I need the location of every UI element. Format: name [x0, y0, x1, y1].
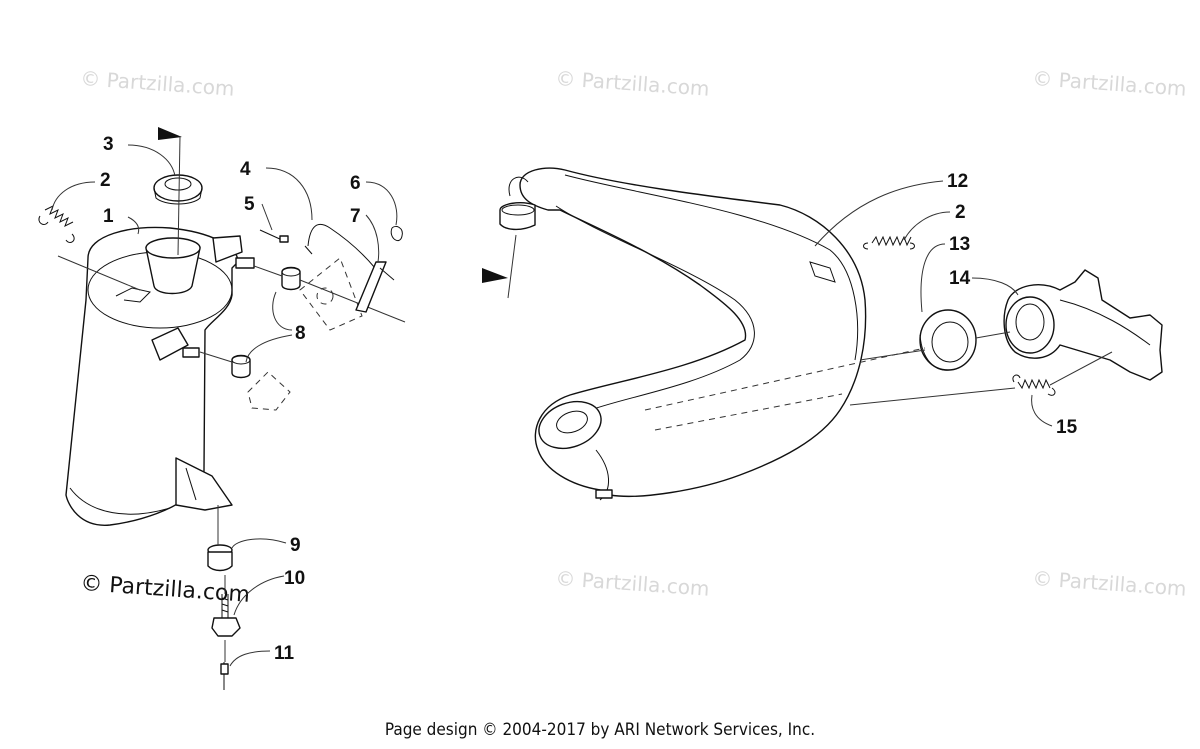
- callout-13: 13: [949, 234, 970, 255]
- watermark: © Partzilla.com: [1032, 566, 1188, 601]
- callout-3: 3: [103, 134, 114, 155]
- watermark: © Partzilla.com: [555, 566, 711, 601]
- callout-4: 4: [240, 159, 251, 180]
- exhaust-pipe: [499, 167, 867, 501]
- callout-2-right: 2: [955, 202, 966, 223]
- callout-8: 8: [295, 323, 306, 344]
- bolt-part-10: [211, 575, 241, 637]
- watermark: © Partzilla.com: [1032, 66, 1188, 101]
- callout-leaders: [51, 144, 1053, 667]
- callout-12: 12: [947, 171, 968, 192]
- muffler-canister: [65, 226, 255, 526]
- pin-part-11: [220, 640, 229, 690]
- direction-arrow: [482, 268, 508, 283]
- spring-part-2-left: [38, 204, 141, 291]
- spring-part-2-right: [863, 235, 915, 250]
- callout-labels: 1 2 3 4 5 6 7 8 9 10 11 12 2 13 14 15: [100, 134, 1078, 664]
- page-footer: Page design © 2004-2017 by ARI Network S…: [384, 720, 816, 740]
- callout-7: 7: [350, 206, 361, 227]
- watermark: © Partzilla.com: [80, 66, 236, 101]
- bracket-outline: [199, 257, 406, 411]
- callout-2-left: 2: [100, 170, 111, 191]
- callout-5: 5: [244, 194, 255, 215]
- spring-part-15: [1012, 374, 1056, 396]
- dashed-line: [644, 347, 926, 411]
- direction-arrow: [158, 127, 182, 140]
- clip-part-6: [390, 225, 403, 241]
- dashed-line: [654, 393, 843, 431]
- callout-14: 14: [949, 268, 971, 289]
- cable-part-4: [304, 223, 376, 269]
- grommet-part-9: [207, 505, 233, 572]
- callout-1: 1: [103, 206, 114, 227]
- header-pipe-part-14: [1003, 269, 1163, 381]
- grommet-part-3: [153, 174, 203, 205]
- callout-11: 11: [274, 643, 295, 664]
- gasket-part-13: [919, 309, 977, 371]
- callout-6: 6: [350, 173, 361, 194]
- callout-15: 15: [1056, 417, 1078, 438]
- strap-part-7: [355, 261, 395, 313]
- pin-part-5: [259, 229, 289, 243]
- callout-10: 10: [284, 568, 305, 589]
- grommet-part-8: [231, 266, 301, 379]
- watermark: © Partzilla.com: [555, 66, 711, 101]
- callout-9: 9: [290, 535, 301, 556]
